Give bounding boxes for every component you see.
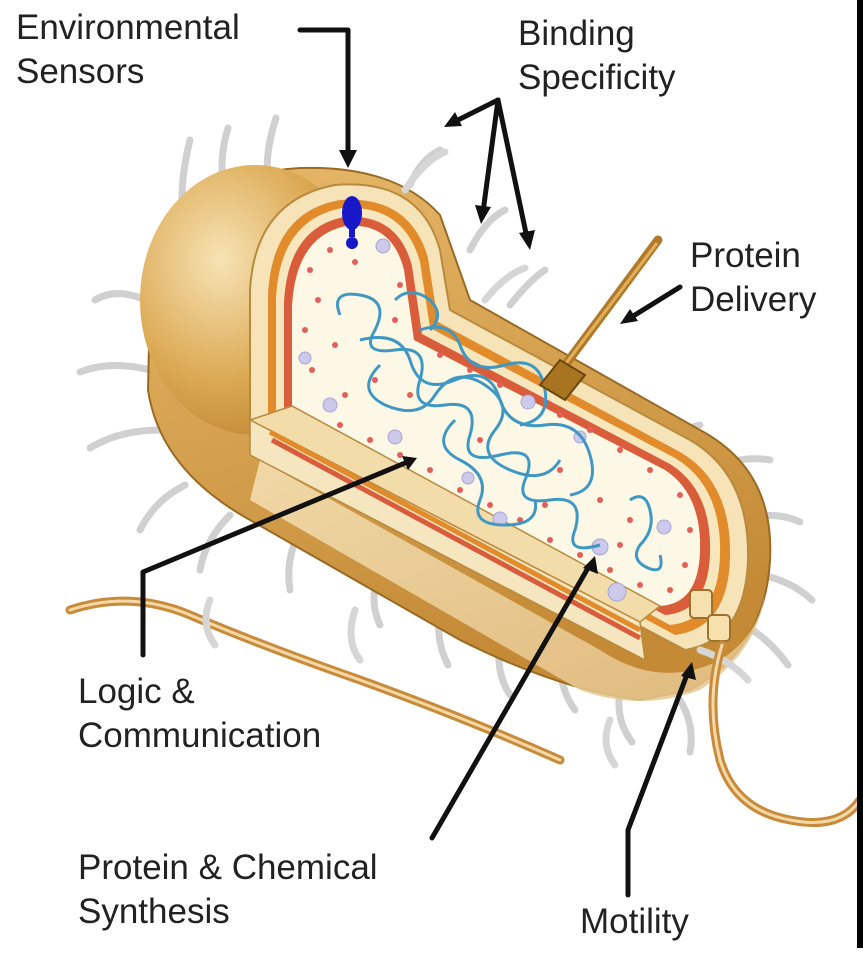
arrow-environmental-sensors (300, 30, 348, 155)
image-border (857, 0, 863, 948)
label-binding-specificity: Binding Specificity (518, 12, 676, 100)
arrow-binding-1 (452, 100, 498, 123)
motility-flagellum (690, 590, 860, 823)
label-protein-chemical-synthesis: Protein & Chemical Synthesis (78, 846, 378, 934)
arrow-motility (628, 672, 688, 895)
arrow-binding-3 (498, 100, 527, 238)
arrow-protein-delivery (630, 287, 680, 318)
arrow-binding-2 (483, 100, 498, 212)
label-environmental-sensors: Environmental Sensors (16, 6, 240, 94)
label-logic-communication: Logic & Communication (78, 670, 321, 758)
label-motility: Motility (580, 900, 689, 944)
label-protein-delivery: Protein Delivery (690, 234, 816, 322)
